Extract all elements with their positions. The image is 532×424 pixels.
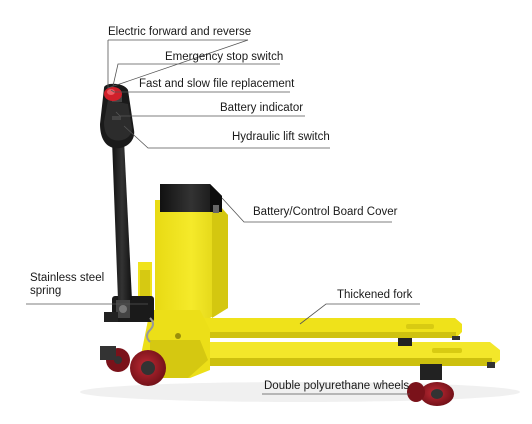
label-electric-forward-reverse: Electric forward and reverse [108,26,252,38]
load-wheels [407,362,495,406]
label-emergency-stop: Emergency stop switch [165,51,284,63]
label-fast-slow: Fast and slow file replacement [139,78,295,90]
rear-fork [200,318,462,340]
leader-lines [26,39,420,395]
front-fork [185,338,500,366]
label-battery-indicator: Battery indicator [220,102,304,114]
label-double-wheels: Double polyurethane wheels [264,380,410,392]
pump-and-spring [104,262,154,343]
label-stainless-spring: Stainless steel spring [30,272,105,297]
drive-wheels [100,346,166,386]
label-thickened-fork: Thickened fork [337,289,413,301]
label-battery-cover: Battery/Control Board Cover [253,206,398,218]
battery-box [155,184,228,318]
red-emergency-button [104,87,122,101]
label-hydraulic-lift: Hydraulic lift switch [232,131,330,143]
